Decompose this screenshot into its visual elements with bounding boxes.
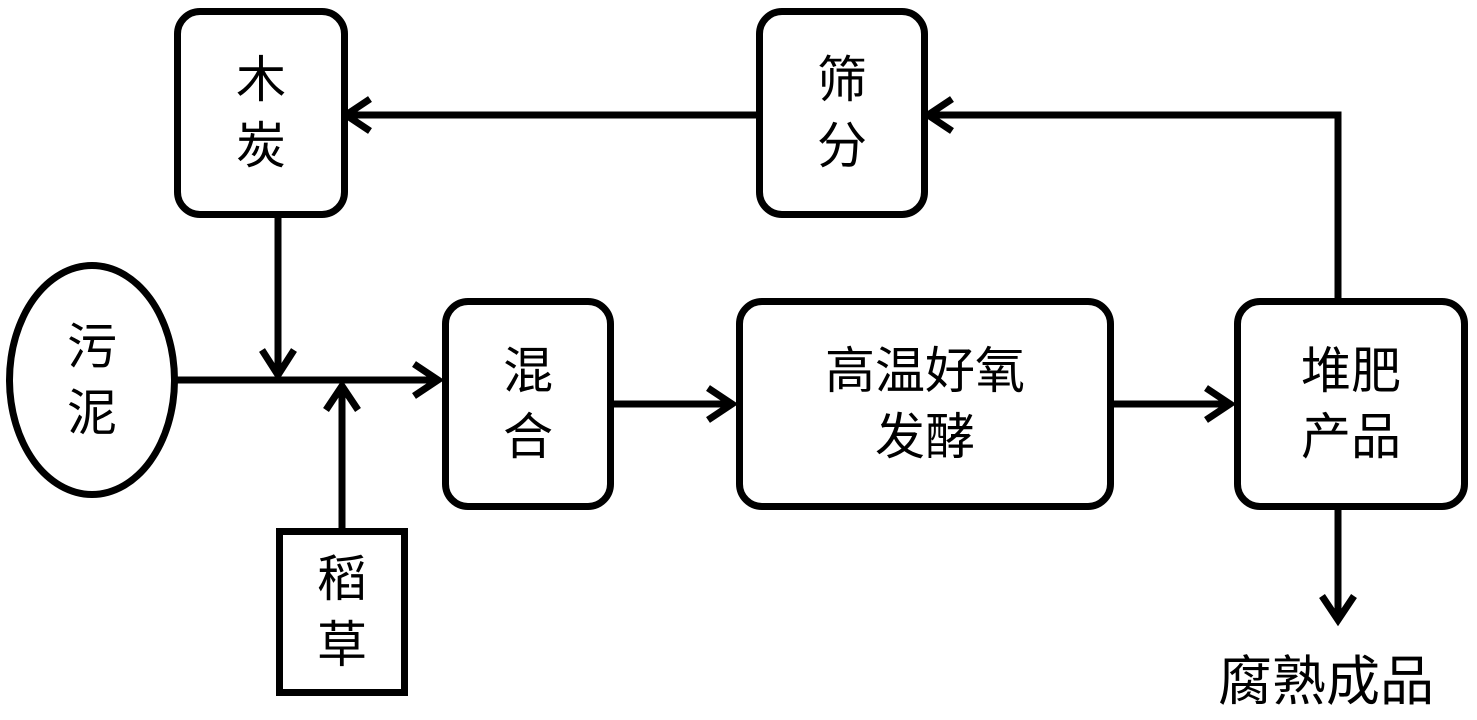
mixing-label: 混 合 <box>503 342 553 466</box>
sludge-to-mixing-arrowhead <box>412 361 445 399</box>
straw-arrowhead <box>323 379 361 412</box>
sludge-label: 污 泥 <box>67 318 117 442</box>
charcoal-box: 木 炭 <box>174 8 348 218</box>
fermentation-box: 高温好氧 发酵 <box>736 298 1114 510</box>
straw-box: 稻 草 <box>276 528 408 696</box>
fermentation-to-compost-arrowhead <box>1204 385 1237 423</box>
mixing-box: 混 合 <box>442 298 614 510</box>
final-product-label: 腐熟成品 <box>1218 650 1434 713</box>
sludge-ellipse: 污 泥 <box>6 262 178 498</box>
compost-to-screening-line <box>928 111 1342 300</box>
compost-label: 堆肥 产品 <box>1301 342 1401 466</box>
charcoal-label: 木 炭 <box>236 51 286 175</box>
mixing-to-fermentation-arrowhead <box>706 385 739 423</box>
straw-label: 稻 草 <box>317 550 367 674</box>
screening-box: 筛 分 <box>756 8 928 218</box>
fermentation-label: 高温好氧 发酵 <box>825 342 1025 466</box>
compost-to-screening-arrowhead <box>921 96 954 134</box>
charcoal-arrowhead <box>259 348 297 382</box>
screening-label: 筛 分 <box>817 51 867 175</box>
compost-box: 堆肥 产品 <box>1234 298 1468 510</box>
compost-to-product-arrowhead <box>1319 594 1357 627</box>
